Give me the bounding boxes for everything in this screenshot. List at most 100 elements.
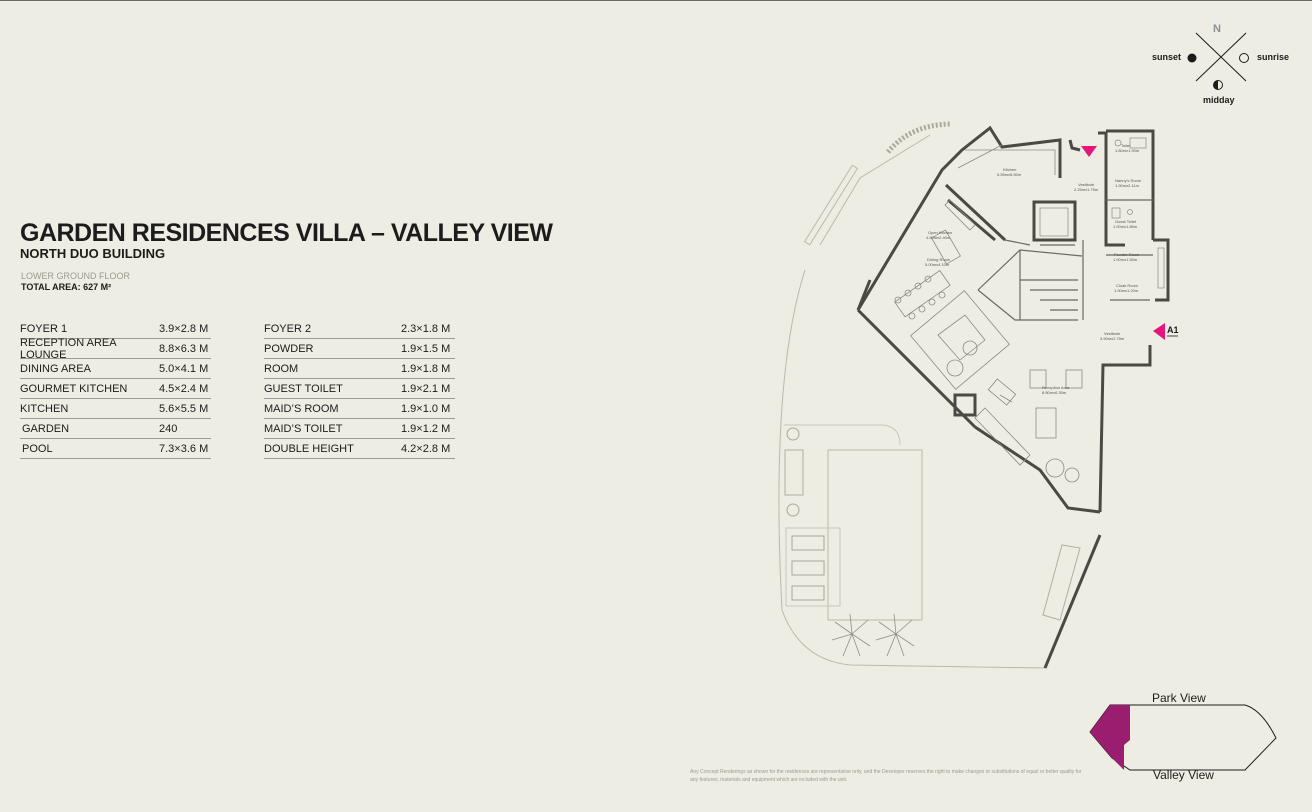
kitchen-counters — [931, 144, 1056, 265]
room-name: KITCHEN — [20, 402, 69, 415]
key-plan-highlight — [1090, 705, 1130, 770]
entrance-arrow-icon — [1081, 146, 1097, 157]
midday-label: midday — [1203, 95, 1235, 105]
entrance-label: A1 — [1167, 325, 1179, 335]
table-row: FOYER 2 2.3×1.8 M — [264, 319, 455, 339]
bathroom-fixtures — [1039, 137, 1165, 289]
plan-label: 1.90mx1.20m — [1114, 288, 1139, 293]
terrace-line — [784, 424, 901, 446]
plan-label: 2.25mx1.75m — [1074, 187, 1099, 192]
plan-label: 1.90mx1.50m — [1113, 257, 1138, 262]
floor-label: LOWER GROUND FLOOR — [21, 271, 131, 281]
table-row: MAID’S TOILET 1.9×1.2 M — [264, 419, 455, 439]
lounge-furniture — [910, 290, 1017, 406]
plan-label: Open Kitchen — [928, 230, 952, 235]
exterior-wall — [1043, 534, 1102, 669]
room-name: DINING AREA — [20, 362, 91, 375]
room-size: 3.9×2.8 M — [159, 322, 209, 335]
plan-label: 8.80mx6.30m — [1042, 390, 1067, 395]
table-row: RECEPTION AREA LOUNGE 8.8×6.3 M — [20, 336, 211, 361]
interior-walls — [977, 199, 1153, 321]
key-plan-outline — [1089, 704, 1277, 771]
room-size: 1.9×1.2 M — [401, 422, 451, 435]
room-name: MAID’S ROOM — [264, 402, 339, 415]
entrance-arrow-icon — [1153, 323, 1165, 340]
room-name: GARDEN — [22, 422, 70, 435]
title-block: GARDEN RESIDENCES VILLA – VALLEY VIEW NO… — [20, 219, 553, 261]
planter — [803, 164, 859, 246]
plant-pot — [786, 503, 800, 517]
table-row: DINING AREA 5.0×4.1 M — [20, 359, 211, 379]
room-size: 2.3×1.8 M — [401, 322, 451, 335]
disclaimer-text: Any Concept Renderings as shown for the … — [690, 769, 1082, 783]
sunrise-label: sunrise — [1257, 52, 1290, 62]
plan-label: 5.55mx5.50m — [997, 172, 1022, 177]
room-name: RECEPTION AREA LOUNGE — [20, 336, 116, 361]
plan-label: 1.90mx1.80m — [1113, 224, 1138, 229]
room-name: GOURMET KITCHEN — [20, 382, 128, 395]
table-row: POOL 7.3×3.6 M — [20, 439, 211, 459]
valley-view-label: Valley View — [1153, 768, 1214, 782]
sun-lounger — [791, 535, 825, 551]
reception-furniture — [974, 369, 1083, 483]
plan-label: 5.00mx4.10m — [925, 262, 950, 267]
room-size: 4.5×2.4 M — [159, 382, 209, 395]
plan-label: 4.50mx2.40m — [926, 235, 951, 240]
sun-lounger — [791, 560, 825, 576]
room-name: POWDER — [264, 342, 314, 355]
room-size: 5.6×5.5 M — [159, 402, 209, 415]
plan-label: Reception Area — [1042, 385, 1070, 390]
table-row: GARDEN 240 — [20, 419, 211, 439]
park-view-label: Park View — [1152, 691, 1206, 705]
outdoor-bench — [1042, 544, 1081, 621]
sunset-label: sunset — [1152, 52, 1182, 62]
room-name: FOYER 2 — [264, 322, 312, 335]
room-size: 5.0×4.1 M — [159, 362, 209, 375]
palm-tree — [831, 613, 871, 657]
plan-label: 1.90mx2.11m — [1115, 183, 1140, 188]
room-name: ROOM — [264, 362, 299, 375]
palm-tree — [875, 613, 915, 657]
table-row: GOURMET KITCHEN 4.5×2.4 M — [20, 379, 211, 399]
room-size: 7.3×3.6 M — [159, 442, 209, 455]
room-name: MAID’S TOILET — [264, 422, 343, 435]
room-name: GUEST TOILET — [264, 382, 343, 395]
pool-outline — [827, 449, 923, 621]
dining-table — [894, 270, 951, 320]
room-size: 240 — [159, 422, 178, 435]
top-border-line — [0, 0, 1312, 1]
page-subtitle: NORTH DUO BUILDING — [20, 246, 166, 261]
outdoor-sofa — [784, 449, 804, 496]
plant-pot — [786, 427, 800, 441]
plan-label: Vestibule — [1104, 331, 1121, 336]
room-size: 4.2×2.8 M — [401, 442, 451, 455]
hedge — [886, 121, 951, 154]
room-size: 8.8×6.3 M — [159, 342, 209, 355]
deck-area — [785, 527, 841, 607]
plan-label: Cloak Room — [1116, 283, 1139, 288]
north-label: N — [1213, 23, 1221, 35]
plan-label: Dining Room — [927, 257, 951, 262]
room-size: 1.9×1.0 M — [401, 402, 451, 415]
sun-lounger — [791, 585, 825, 601]
plan-label: Guest Toilet — [1115, 219, 1137, 224]
table-row: ROOM 1.9×1.8 M — [264, 359, 455, 379]
table-row: MAID’S ROOM 1.9×1.0 M — [264, 399, 455, 419]
room-name: POOL — [22, 442, 53, 455]
plan-label: Kitchen — [1003, 167, 1016, 172]
plan-label: 1.80mx1.90m — [1115, 148, 1140, 153]
total-area: TOTAL AREA: 627 M² — [21, 282, 112, 292]
plan-label: Vestibule — [1078, 182, 1095, 187]
room-size: 1.9×1.8 M — [401, 362, 451, 375]
page-title: GARDEN RESIDENCES VILLA – VALLEY VIEW — [20, 219, 553, 247]
plan-label: 3.90mx2.75m — [1100, 336, 1125, 341]
walls — [856, 125, 1170, 514]
